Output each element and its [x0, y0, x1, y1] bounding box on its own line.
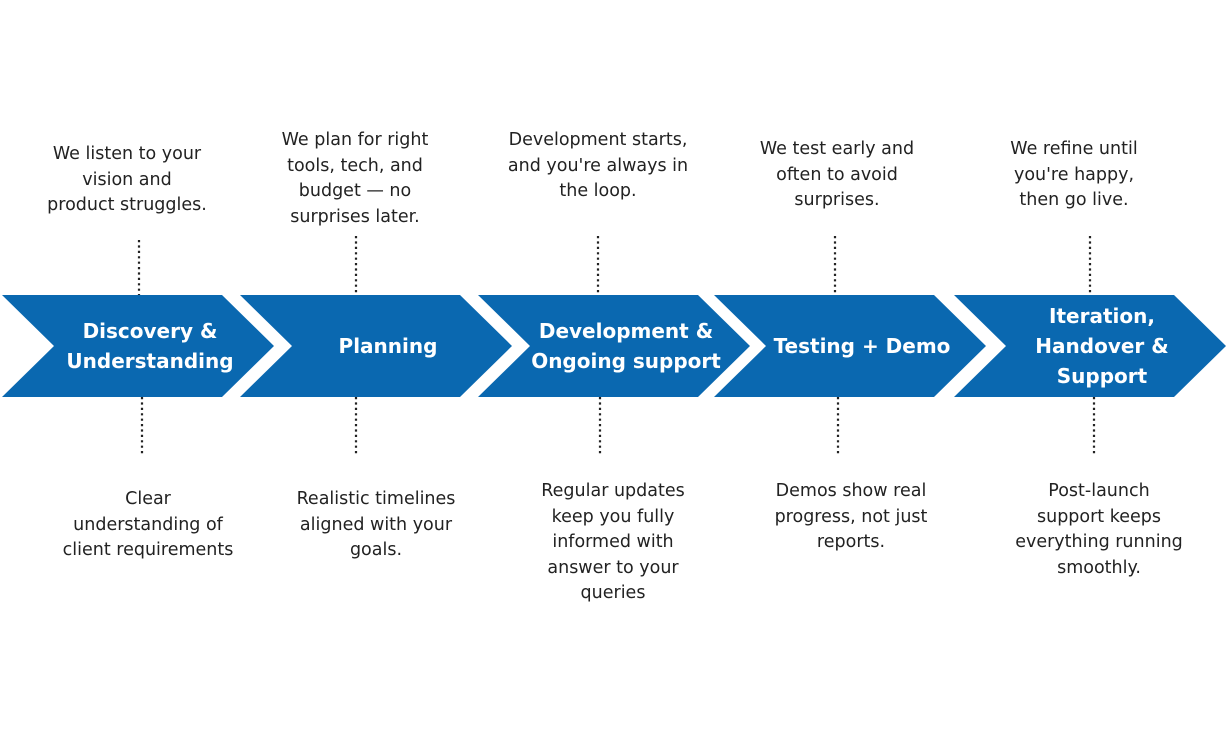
chevron-arrow	[714, 295, 986, 397]
stage-title-line: Ongoing support	[531, 349, 721, 373]
stage-3: Development & Ongoing support	[478, 236, 750, 456]
stage-bottom-description: Clear understanding of client requiremen…	[62, 489, 234, 560]
stage-top-description: We test early and often to avoid surpris…	[759, 139, 915, 210]
stage-title-line: Development &	[539, 319, 713, 343]
stage-title-line: Planning	[339, 334, 438, 358]
stage-title: Planning	[339, 334, 438, 358]
stage-4: Testing + Demo	[714, 236, 986, 456]
stage-title: Iteration, Handover & Support	[1035, 304, 1168, 388]
chevron-arrow	[240, 295, 512, 397]
stage-title-line: Handover &	[1035, 334, 1168, 358]
stage-bottom-description: Post-launch support keeps everything run…	[1015, 481, 1183, 578]
stage-title-line: Iteration,	[1049, 304, 1155, 328]
stage-title: Development & Ongoing support	[531, 319, 721, 373]
chevron-arrow	[478, 295, 750, 397]
chevron-arrow	[2, 295, 274, 397]
stage-title-line: Testing + Demo	[774, 334, 951, 358]
stage-2: Planning	[240, 236, 512, 456]
chevron-arrow	[954, 295, 1226, 397]
stage-title-line: Understanding	[66, 349, 233, 373]
stage-title-line: Discovery &	[83, 319, 218, 343]
stage-title: Testing + Demo	[774, 334, 951, 358]
stage-top-description: Development starts, and you're always in…	[507, 130, 689, 201]
stage-top-description: We refine until you're happy, then go li…	[1010, 139, 1138, 210]
stage-title: Discovery & Understanding	[66, 319, 233, 373]
stage-title-line: Support	[1057, 364, 1148, 388]
stage-bottom-description: Regular updates keep you fully informed …	[541, 481, 685, 603]
stage-top-description: We plan for right tools, tech, and budge…	[281, 130, 429, 227]
stage-1: Discovery & Understanding	[2, 240, 274, 456]
stage-bottom-description: Demos show real progress, not just repor…	[774, 481, 928, 552]
stage-bottom-description: Realistic timelines aligned with your go…	[296, 489, 456, 560]
stage-top-description: We listen to your vision and product str…	[47, 144, 207, 215]
stage-5: Iteration, Handover & Support	[954, 236, 1226, 456]
